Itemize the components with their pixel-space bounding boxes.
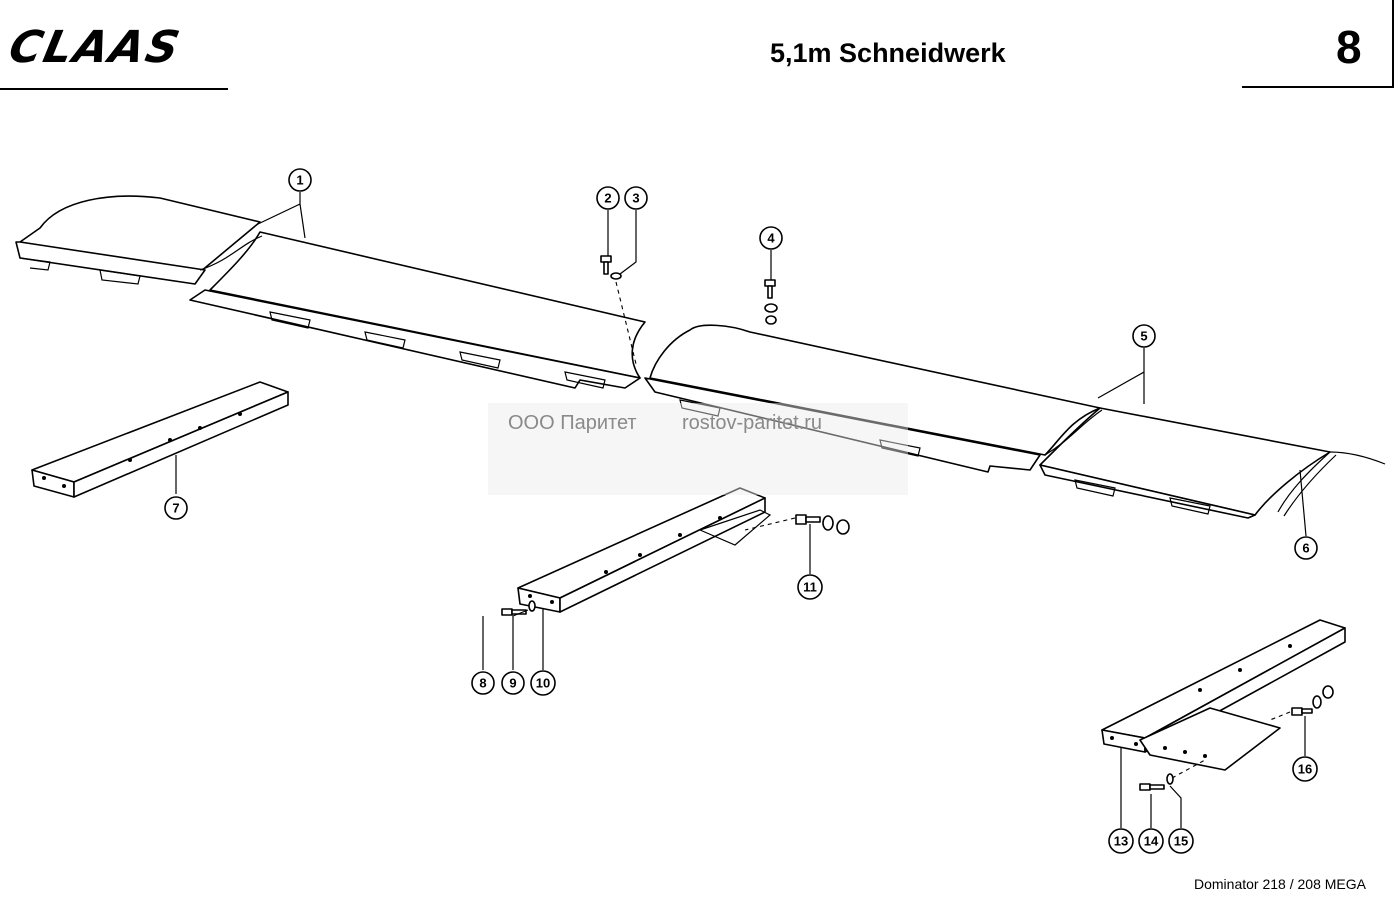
svg-text:4: 4 [767,231,775,246]
watermark-website: rostov-paritet.ru [682,412,823,434]
svg-text:9: 9 [509,676,516,691]
svg-text:2: 2 [604,191,611,206]
callout-3: 3 [624,186,648,210]
bolt-16 [1291,685,1334,716]
header-border-right [1392,0,1394,88]
bolt-11 [795,514,850,535]
callout-1: 1 [288,168,312,192]
svg-text:13: 13 [1114,834,1128,849]
page-number: 8 [1336,21,1362,73]
header-rule-right [1242,86,1392,88]
svg-text:6: 6 [1302,541,1309,556]
callout-6: 6 [1294,536,1318,560]
callout-13: 13 [1108,828,1134,854]
callout-16: 16 [1292,756,1318,782]
callout-2: 2 [596,186,620,210]
callout-5: 5 [1132,324,1156,348]
callout-8: 8 [471,671,495,695]
model-footer: Dominator 218 / 208 MEGA [1194,876,1366,892]
bracket-left [31,381,289,498]
cover-left [15,195,646,389]
bolt-2 [600,255,612,275]
svg-text:1: 1 [296,173,303,188]
svg-text:7: 7 [172,501,179,516]
callout-4: 4 [759,226,783,250]
svg-text:14: 14 [1144,834,1159,849]
callout-14: 14 [1138,828,1164,854]
assembly-line-2-3 [615,281,637,365]
assembly-line-11 [744,517,796,531]
washer-9 [528,600,536,612]
svg-text:11: 11 [803,580,817,595]
callout-10: 10 [530,670,556,696]
watermark-company: ООО Паритет [508,412,637,434]
callout-9: 9 [501,671,525,695]
svg-text:3: 3 [632,191,639,206]
header-rule-left [0,88,228,90]
callout-11: 11 [797,574,823,600]
bolt-4 [764,279,778,325]
svg-text:10: 10 [536,676,550,691]
leader-lines [175,192,1307,828]
washer-3 [610,272,622,280]
svg-text:16: 16 [1298,762,1312,777]
assembly-line-14-15 [1171,759,1206,779]
svg-text:15: 15 [1174,834,1188,849]
assembly-line-16 [1269,711,1291,721]
callout-15: 15 [1168,828,1194,854]
page-title: 5,1m Schneidwerk [770,38,1006,68]
bracket-center [517,487,772,613]
washer-15 [1166,773,1174,785]
cover-right [644,324,1331,519]
watermark-band [488,403,908,495]
svg-text:5: 5 [1140,329,1147,344]
bolt-14 [1139,783,1165,791]
svg-text:8: 8 [479,676,486,691]
callout-7: 7 [164,496,188,520]
bracket-right [1101,619,1346,771]
